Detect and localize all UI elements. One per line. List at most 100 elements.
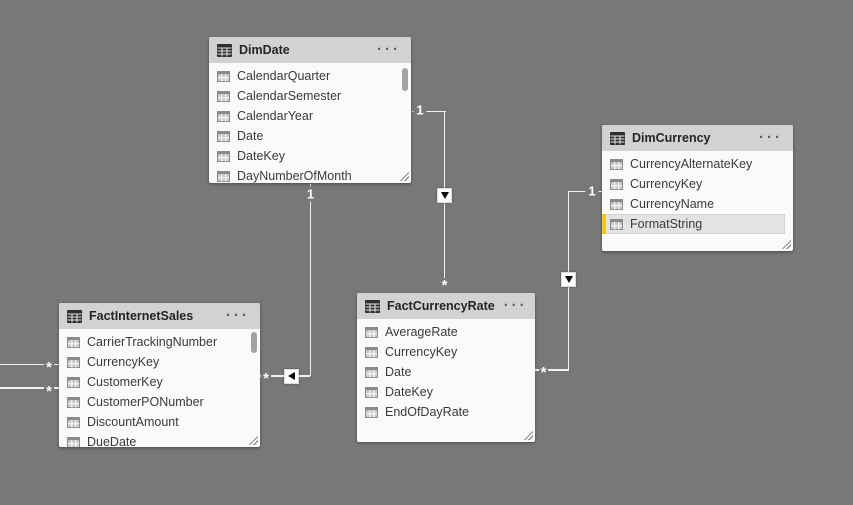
field-table-icon [365,386,378,398]
field-row[interactable]: CalendarQuarter [209,66,411,86]
field-table-icon [67,376,80,388]
field-row[interactable]: AverageRate [357,322,535,342]
resize-handle[interactable] [782,240,791,249]
field-row[interactable]: CustomerPONumber [59,392,260,412]
cross-filter-arrow-icon[interactable] [283,368,299,384]
relationship-line[interactable] [535,369,569,371]
field-table-icon [217,170,230,182]
relationship-line[interactable] [0,387,59,389]
relationship-line[interactable] [412,110,446,112]
field-row[interactable]: CurrencyName [602,194,793,214]
field-row[interactable]: CurrencyKey [357,342,535,362]
field-label: AverageRate [385,325,458,339]
field-row[interactable]: CurrencyAlternateKey [602,154,793,174]
table-icon [610,131,625,145]
field-label: CalendarYear [237,109,313,123]
field-table-icon [610,218,623,230]
table-header[interactable]: DimDate ··· [209,37,411,63]
field-table-icon [610,198,623,210]
field-label: CurrencyKey [385,345,458,359]
table-icon [365,299,380,313]
arrow-down-glyph [440,191,449,199]
field-row[interactable]: CurrencyKey [602,174,793,194]
field-row[interactable]: Date [209,126,411,146]
field-list: CurrencyAlternateKey CurrencyKey Currenc… [602,151,793,234]
cardinality-many-label: * [538,364,549,382]
cardinality-many-label: * [439,277,450,295]
more-options-icon[interactable]: ··· [759,129,783,146]
field-label: CurrencyAlternateKey [630,157,753,171]
field-row[interactable]: CalendarYear [209,106,411,126]
field-row[interactable]: CarrierTrackingNumber [59,332,260,352]
table-header[interactable]: DimCurrency ··· [602,125,793,151]
field-table-icon [610,158,623,170]
field-table-icon [67,336,80,348]
table-title: FactInternetSales [89,309,194,323]
field-row[interactable]: DateKey [209,146,411,166]
table-header[interactable]: FactCurrencyRate ··· [357,293,535,319]
table-card-dimcurrency[interactable]: DimCurrency ··· CurrencyAlternateKey Cur… [602,125,793,251]
field-table-icon [365,366,378,378]
field-row[interactable]: CalendarSemester [209,86,411,106]
field-row[interactable]: CustomerKey [59,372,260,392]
more-options-icon[interactable]: ··· [377,41,401,58]
field-row[interactable]: DueDate [59,432,260,447]
field-label: CalendarSemester [237,89,342,103]
field-label: DueDate [87,435,137,447]
field-table-icon [217,130,230,142]
more-options-icon[interactable]: ··· [226,307,250,324]
resize-handle[interactable] [249,436,258,445]
field-row[interactable]: Date [357,362,535,382]
cross-filter-arrow-icon[interactable] [437,187,452,203]
resize-handle[interactable] [400,172,409,181]
table-title: DimDate [239,43,290,57]
cross-filter-arrow-icon[interactable] [561,272,576,287]
field-table-icon [217,70,230,82]
field-row[interactable]: DayNumberOfMonth [209,166,411,183]
field-list: CalendarQuarter CalendarSemester Calenda… [209,63,411,183]
relationship-line[interactable] [309,184,312,376]
table-icon [67,309,82,323]
table-header[interactable]: FactInternetSales ··· [59,303,260,329]
field-label: CurrencyKey [87,355,160,369]
field-table-icon [365,346,378,358]
field-label: CurrencyKey [630,177,703,191]
field-label: DateKey [237,149,285,163]
field-table-icon [217,90,230,102]
arrow-down-glyph [564,276,573,283]
field-label: DateKey [385,385,433,399]
field-label: DiscountAmount [87,415,179,429]
field-table-icon [67,396,80,408]
more-options-icon[interactable]: ··· [503,297,528,314]
field-table-icon [365,406,378,418]
table-card-factcurrencyrate[interactable]: FactCurrencyRate ··· AverageRate Currenc… [357,293,535,442]
scrollbar-thumb[interactable] [402,68,408,91]
field-label: FormatString [630,217,703,231]
resize-handle[interactable] [524,431,533,440]
table-card-dimdate[interactable]: DimDate ··· CalendarQuarter CalendarSeme… [209,37,411,183]
field-table-icon [67,356,80,368]
field-table-icon [67,436,80,447]
cardinality-one-label: 1 [585,183,599,198]
cardinality-many-label: * [44,359,54,377]
field-row[interactable]: EndOfDayRate [357,402,535,422]
table-title: FactCurrencyRate [387,299,495,313]
field-table-icon [365,326,378,338]
field-label: DayNumberOfMonth [237,169,352,183]
cardinality-one-label: 1 [303,186,318,202]
cardinality-one-label: 1 [413,102,427,118]
field-row[interactable]: CurrencyKey [59,352,260,372]
field-label: CalendarQuarter [237,69,331,83]
field-row[interactable]: DiscountAmount [59,412,260,432]
table-card-factinternetsales[interactable]: FactInternetSales ··· CarrierTrackingNum… [59,303,260,447]
field-list: CarrierTrackingNumber CurrencyKey Custom… [59,329,260,447]
field-row[interactable]: DateKey [357,382,535,402]
field-label: Date [385,365,412,379]
field-label: EndOfDayRate [385,405,470,419]
scrollbar-thumb[interactable] [251,332,257,353]
table-icon [217,43,232,57]
relationship-line[interactable] [0,363,59,366]
relationship-line[interactable] [568,190,602,192]
field-row[interactable]: FormatString [602,214,785,234]
